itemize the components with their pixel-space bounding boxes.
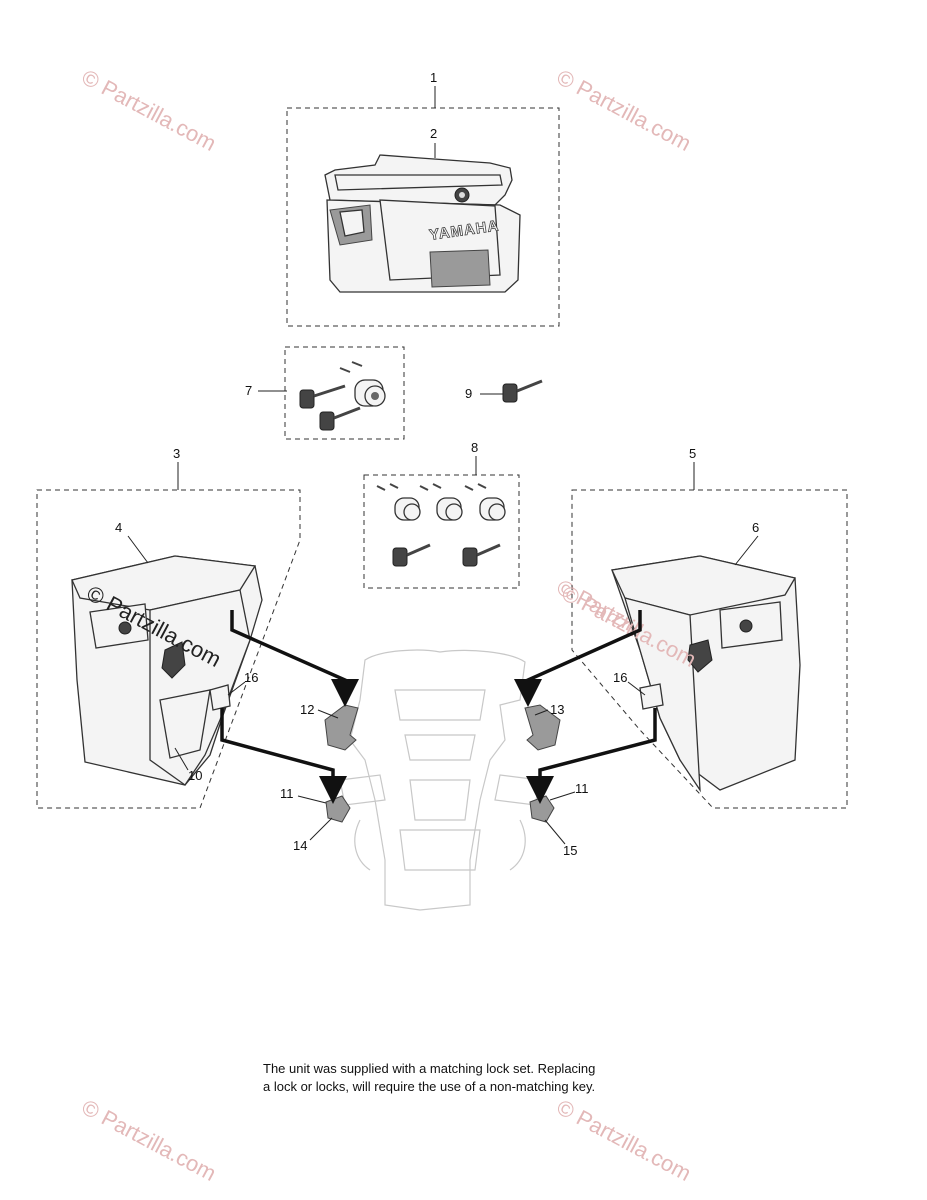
callout-11-left: 11: [280, 786, 294, 801]
callout-12: 12: [300, 702, 314, 717]
note-line-2: a lock or locks, will require the use of…: [263, 1079, 596, 1094]
callout-1: 1: [430, 70, 437, 85]
right-side-case: [611, 555, 801, 793]
callout-2: 2: [430, 126, 437, 141]
key-9: [502, 379, 543, 403]
install-arrow-left-lower: [220, 708, 347, 804]
note-line-1: The unit was supplied with a matching lo…: [263, 1061, 596, 1076]
callout-4: 4: [115, 520, 122, 535]
lock-set-8: [376, 483, 506, 567]
kit-box-7: [284, 346, 405, 440]
kit-box-1: [286, 107, 560, 327]
callout-16-left: 16: [244, 670, 258, 685]
callout-6: 6: [752, 520, 759, 535]
callout-13: 13: [550, 702, 564, 717]
callout-7: 7: [245, 383, 252, 398]
key-lock-set-7: [299, 361, 386, 431]
kit-box-5: [571, 489, 848, 809]
callout-3: 3: [173, 446, 180, 461]
callout-16-right: 16: [613, 670, 627, 685]
install-arrow-left-upper: [230, 610, 359, 707]
motorcycle-rear-outline: [339, 649, 541, 911]
kit-box-8: [363, 474, 520, 589]
kit-box-3: [36, 489, 301, 809]
top-case: YAMAHA: [324, 154, 521, 293]
callout-9: 9: [465, 386, 472, 401]
watermark: © Partzilla.com: [78, 64, 221, 156]
install-arrow-right-lower: [526, 708, 657, 804]
callout-10: 10: [188, 768, 202, 783]
callout-5: 5: [689, 446, 696, 461]
mount-left: [325, 795, 351, 823]
install-arrow-right-upper: [514, 610, 642, 707]
callout-11-right: 11: [575, 781, 589, 796]
watermark: © Partzilla.com: [78, 1094, 221, 1186]
callout-8: 8: [471, 440, 478, 455]
left-side-case: [71, 555, 263, 786]
callout-14: 14: [293, 838, 307, 853]
watermark: © Partzilla.com: [553, 1094, 696, 1186]
watermark: © Partzilla.com: [553, 64, 696, 156]
callout-15: 15: [563, 843, 577, 858]
lock-set-note: The unit was supplied with a matching lo…: [263, 1060, 683, 1096]
